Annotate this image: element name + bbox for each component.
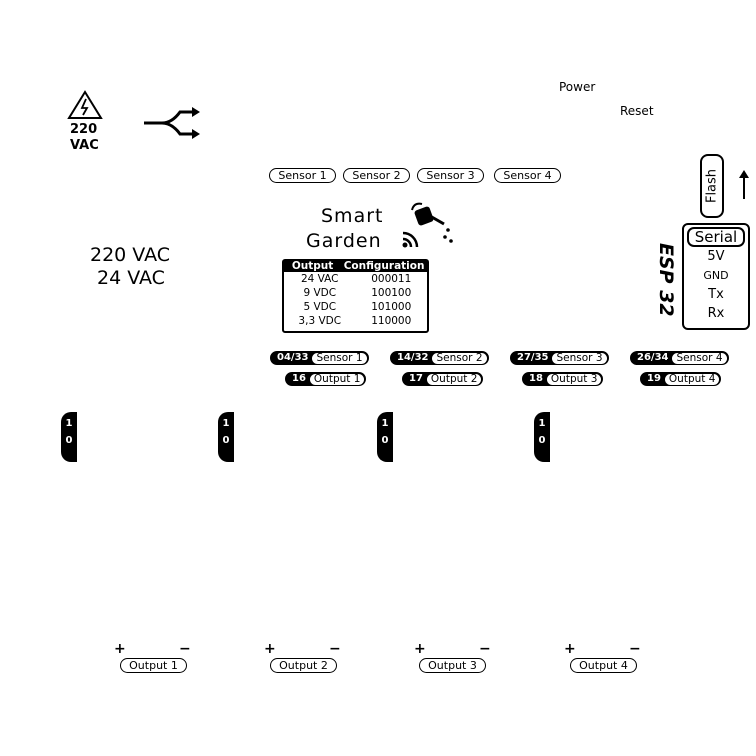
- relay-on-label: 1: [381, 418, 389, 429]
- serial-pin-gnd: GND: [703, 269, 729, 282]
- sensor-pin-label: Sensor 4: [672, 352, 727, 364]
- sensor-pin-4: 26/34 Sensor 4: [630, 351, 729, 365]
- mains-label-24: 24 VAC: [97, 267, 165, 289]
- config-code: 101000: [371, 301, 412, 313]
- serial-title: Serial: [687, 227, 745, 247]
- sensor-pin-label: Sensor 2: [432, 352, 487, 364]
- serial-pin-rx: Rx: [707, 306, 725, 321]
- relay-off-label: 0: [538, 435, 546, 446]
- terminal-minus: −: [329, 641, 341, 657]
- wifi-signal-icon: [402, 231, 419, 248]
- terminal-plus: +: [564, 641, 576, 657]
- relay-off-label: 0: [222, 435, 230, 446]
- sensor-pin-label: Sensor 3: [552, 352, 607, 364]
- terminal-plus: +: [264, 641, 276, 657]
- sensor-pin-number: 26/34: [637, 352, 669, 363]
- sensor-pin-number: 04/33: [277, 352, 309, 363]
- flash-label: Flash: [704, 168, 720, 204]
- config-row: 9 VDC 100100: [284, 286, 427, 300]
- output-pin-label: Output 4: [664, 373, 720, 385]
- terminal-plus: +: [114, 641, 126, 657]
- sensor-pin-1: 04/33 Sensor 1: [270, 351, 369, 365]
- serial-pin-tx: Tx: [708, 287, 724, 302]
- reset-label: Reset: [620, 104, 654, 118]
- watering-can-icon: [411, 202, 453, 243]
- sensor-header-1: Sensor 1: [269, 168, 336, 183]
- serial-header: Serial 5V GND Tx Rx: [682, 223, 750, 330]
- relay-on-label: 1: [222, 418, 230, 429]
- arrow-up-icon: [739, 170, 749, 199]
- relay-jumper-1: 1 0: [61, 412, 77, 462]
- terminal-label-3: Output 3: [419, 658, 486, 673]
- config-row: 24 VAC 000011: [284, 272, 427, 286]
- warning-voltage: 220: [70, 122, 98, 137]
- split-arrow-icon: [144, 107, 200, 139]
- output-pin-number: 18: [529, 373, 543, 384]
- output-configuration-table: Output Configuration 24 VAC 000011 9 VDC 1…: [282, 259, 429, 333]
- high-voltage-warning-icon: [67, 90, 103, 119]
- relay-on-label: 1: [538, 418, 546, 429]
- terminal-plus: +: [414, 641, 426, 657]
- terminal-minus: −: [479, 641, 491, 657]
- output-pin-number: 17: [409, 373, 423, 384]
- title-line-1: Smart: [321, 205, 384, 227]
- sensor-header-3: Sensor 3: [417, 168, 484, 183]
- relay-jumper-4: 1 0: [534, 412, 550, 462]
- config-code: 110000: [371, 315, 412, 327]
- serial-pin-5v: 5V: [707, 249, 725, 264]
- sensor-pin-3: 27/35 Sensor 3: [510, 351, 609, 365]
- output-pin-4: 19 Output 4: [640, 372, 722, 386]
- mains-label-220: 220 VAC: [90, 244, 171, 266]
- output-pin-label: Output 1: [309, 373, 365, 385]
- output-pin-number: 16: [292, 373, 306, 384]
- config-row: 5 VDC 101000: [284, 300, 427, 314]
- terminal-label-4: Output 4: [570, 658, 637, 673]
- relay-jumper-2: 1 0: [218, 412, 234, 462]
- terminal-label-1: Output 1: [120, 658, 187, 673]
- relay-off-label: 0: [65, 435, 73, 446]
- terminal-minus: −: [629, 641, 641, 657]
- relay-jumper-3: 1 0: [377, 412, 393, 462]
- relay-on-label: 1: [65, 418, 73, 429]
- terminal-label-2: Output 2: [270, 658, 337, 673]
- config-code: 100100: [371, 287, 412, 299]
- config-header-output: Output: [291, 260, 334, 272]
- config-output: 3,3 VDC: [298, 315, 342, 327]
- config-code: 000011: [371, 273, 412, 285]
- output-pin-label: Output 2: [426, 373, 482, 385]
- config-row: 3,3 VDC 110000: [284, 314, 427, 328]
- config-table-header: Output Configuration: [284, 261, 427, 272]
- sensor-pin-label: Sensor 1: [312, 352, 367, 364]
- terminal-minus: −: [179, 641, 191, 657]
- relay-off-label: 0: [381, 435, 389, 446]
- config-output: 5 VDC: [303, 301, 337, 313]
- config-output: 9 VDC: [303, 287, 337, 299]
- output-pin-number: 19: [647, 373, 661, 384]
- output-pin-2: 17 Output 2: [402, 372, 484, 386]
- output-pin-label: Output 3: [546, 373, 602, 385]
- sensor-pin-number: 14/32: [397, 352, 429, 363]
- config-output: 24 VAC: [300, 273, 339, 285]
- power-label: Power: [559, 80, 596, 94]
- esp32-label: ESP 32: [655, 243, 677, 317]
- sensor-header-4: Sensor 4: [494, 168, 561, 183]
- sensor-header-2: Sensor 2: [343, 168, 410, 183]
- flash-button: Flash: [700, 154, 724, 218]
- output-pin-3: 18 Output 3: [522, 372, 604, 386]
- warning-unit: VAC: [70, 138, 99, 153]
- title-line-2: Garden: [306, 230, 382, 252]
- config-header-configuration: Configuration: [343, 260, 425, 272]
- sensor-pin-2: 14/32 Sensor 2: [390, 351, 489, 365]
- output-pin-1: 16 Output 1: [285, 372, 367, 386]
- sensor-pin-number: 27/35: [517, 352, 549, 363]
